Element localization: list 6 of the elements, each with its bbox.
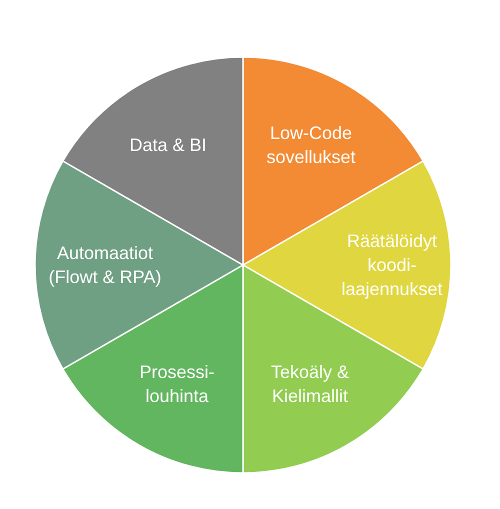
segment-label: Prosessi-louhinta bbox=[138, 361, 216, 408]
segment-label: Räätälöidyt koodi-laajennukset bbox=[340, 230, 444, 301]
segment-label: Automaatiot (Flowt & RPA) bbox=[48, 242, 162, 289]
segment-label: Tekoäly & Kielimallit bbox=[270, 361, 350, 408]
segment-label: Data & BI bbox=[128, 134, 208, 157]
segment-label: Low-Code sovellukset bbox=[265, 122, 357, 169]
